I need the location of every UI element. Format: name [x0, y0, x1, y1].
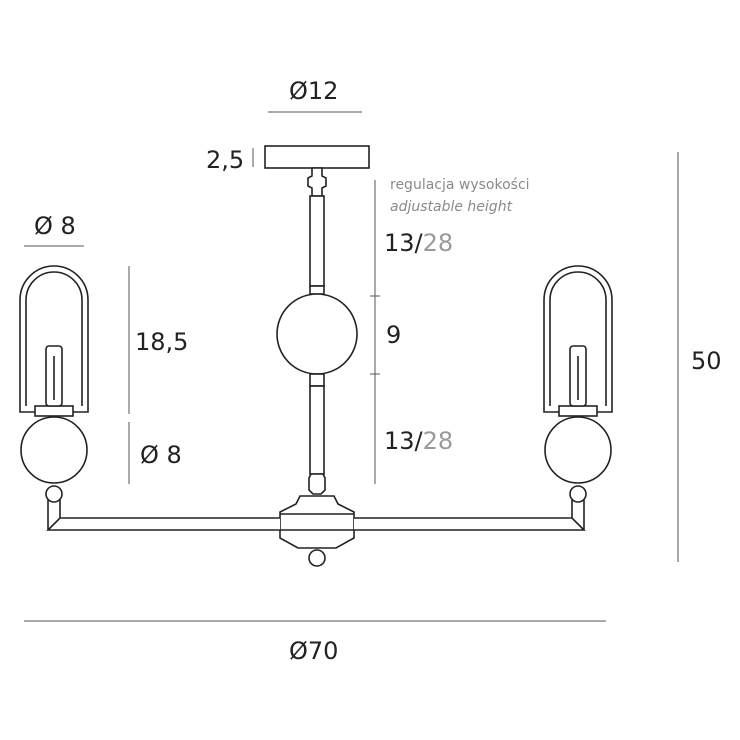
left-ball: [20, 416, 88, 484]
shade-height-label: 18,5: [135, 328, 189, 356]
ball-diameter-label: Ø 8: [140, 441, 182, 469]
total-height-label: 50: [691, 347, 722, 375]
lower-coupling: [308, 473, 326, 495]
upper-rod-joint: [309, 285, 325, 295]
left-arm-knob: [45, 485, 63, 503]
rod-ball-label: 9: [386, 321, 402, 349]
right-arm: [354, 499, 586, 531]
canopy-height-label: 2,5: [206, 146, 245, 174]
center-hub: [279, 495, 355, 549]
right-arm-knob: [569, 485, 587, 503]
upper-rod: [309, 195, 325, 287]
lower-rod: [309, 385, 325, 475]
right-lamp-holder: [558, 405, 598, 417]
adjustable-height-note-en: adjustable height: [390, 199, 513, 215]
rod-lower-fixed: 13/: [384, 427, 423, 455]
canopy-diameter-label: Ø12: [289, 77, 339, 105]
lower-rod-joint: [309, 373, 325, 387]
left-arm: [46, 499, 280, 531]
top-coupling: [307, 167, 327, 197]
right-shade: [543, 265, 613, 413]
shade-diameter-label: Ø 8: [34, 212, 76, 240]
hub-finial: [308, 549, 326, 567]
ceiling-canopy: [264, 145, 370, 169]
rod-upper-fixed: 13/: [384, 229, 423, 257]
adjustable-height-note-pl: regulacja wysokości: [390, 177, 530, 193]
rod-lower-max: 28: [422, 427, 454, 455]
left-shade: [19, 265, 89, 413]
right-ball: [544, 416, 612, 484]
rod-upper-max: 28: [422, 229, 454, 257]
center-ball: [276, 293, 358, 375]
total-width-label: Ø70: [289, 637, 339, 665]
left-lamp-holder: [34, 405, 74, 417]
rod-upper-label: 13/28: [384, 231, 453, 255]
rod-lower-label: 13/28: [384, 429, 453, 453]
